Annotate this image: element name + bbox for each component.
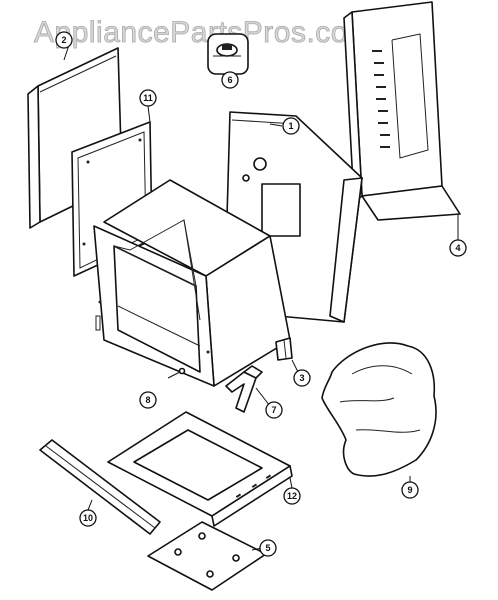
callout-2[interactable]: 2 [55, 31, 73, 49]
part-6-thermostat[interactable] [207, 33, 249, 75]
oven-cavity[interactable] [93, 179, 291, 387]
part-3-clip[interactable] [275, 337, 293, 361]
callout-5-label: 5 [265, 543, 270, 553]
callout-9[interactable]: 9 [401, 481, 419, 499]
part-4-back-cover[interactable] [343, 1, 461, 221]
callout-7-label: 7 [271, 405, 276, 415]
callout-9-label: 9 [407, 485, 412, 495]
callout-4-label: 4 [455, 243, 460, 253]
callout-8-label: 8 [145, 395, 150, 405]
callout-12-label: 12 [287, 491, 297, 501]
callout-10-label: 10 [83, 513, 93, 523]
part-12-oven-bottom[interactable] [107, 411, 293, 527]
part-10-trim-strip[interactable] [39, 439, 161, 535]
watermark-logo: AppliancePartsPros.com [34, 16, 373, 49]
callout-10[interactable]: 10 [79, 509, 97, 527]
callout-1-label: 1 [288, 121, 293, 131]
callout-12[interactable]: 12 [283, 487, 301, 505]
callout-11-label: 11 [143, 93, 153, 103]
part-8-screw[interactable] [167, 367, 186, 379]
callout-4[interactable]: 4 [449, 239, 467, 257]
callout-6[interactable]: 6 [221, 71, 239, 89]
callout-1[interactable]: 1 [282, 117, 300, 135]
callout-3[interactable]: 3 [293, 369, 311, 387]
callout-11[interactable]: 11 [139, 89, 157, 107]
callout-3-label: 3 [299, 373, 304, 383]
callout-5[interactable]: 5 [259, 539, 277, 557]
callout-7[interactable]: 7 [265, 401, 283, 419]
callout-2-label: 2 [61, 35, 66, 45]
part-5-bottom-plate[interactable] [147, 521, 267, 591]
callout-6-label: 6 [227, 75, 232, 85]
part-7-bracket[interactable] [225, 365, 263, 413]
part-9-insulation[interactable] [321, 342, 437, 477]
callout-8[interactable]: 8 [139, 391, 157, 409]
